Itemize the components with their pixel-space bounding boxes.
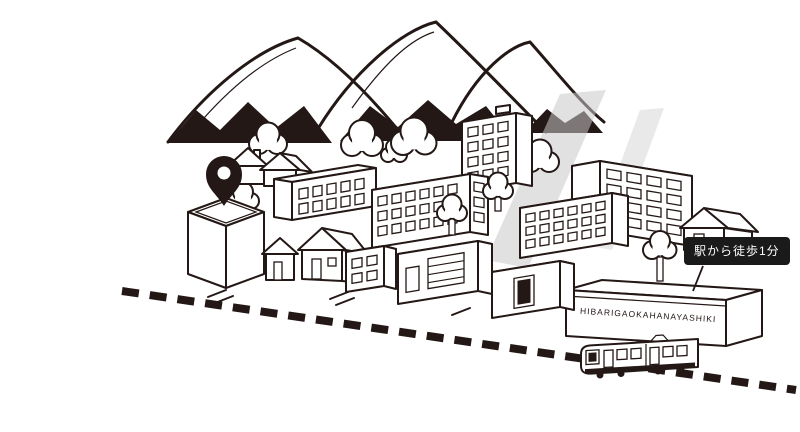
walk-time-callout: 駅から徒歩1分 (684, 237, 790, 265)
tree (340, 119, 384, 157)
location-pin-icon (206, 156, 242, 206)
house (261, 237, 299, 281)
building-tower (461, 104, 533, 193)
ground-hatch (207, 289, 471, 316)
house (259, 152, 313, 187)
building-office-center (371, 173, 489, 249)
building-apartment (273, 164, 377, 221)
tree (642, 230, 678, 282)
building-kiosk (491, 260, 575, 319)
building-mid-grid (519, 192, 629, 259)
building-small-box (345, 245, 397, 293)
train-icon (580, 334, 699, 379)
tree (482, 171, 514, 212)
pin-building (187, 197, 265, 289)
railway-dashed-line (121, 287, 797, 394)
building-warehouse (397, 240, 493, 305)
tree (436, 193, 468, 236)
station-building: HIBARIGAOKAHANAYASHIKI (565, 279, 763, 347)
callout-pointer-line (692, 265, 704, 292)
mountains (166, 20, 606, 144)
tree (390, 116, 438, 156)
